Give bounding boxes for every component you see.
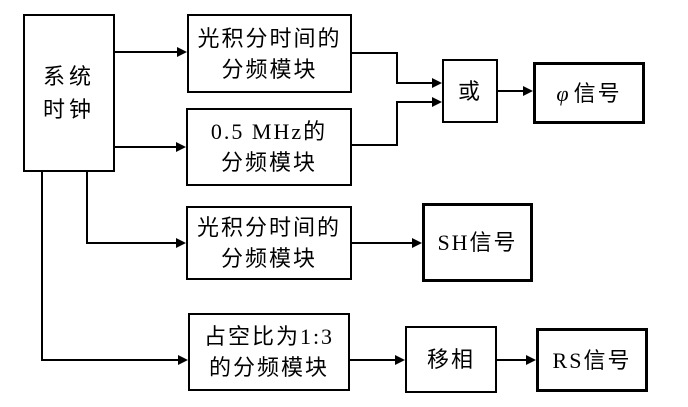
- connector-divider2-to-or: [396, 101, 432, 103]
- connector-divider3-to-sh: [352, 242, 412, 244]
- node-label: 0.5 MHz的: [210, 119, 328, 144]
- connector-clock-to-divider4: [41, 171, 43, 361]
- node-label: 时钟: [42, 97, 95, 122]
- node-label: 系统: [42, 64, 95, 89]
- divider-0p5mhz-node: 0.5 MHz的 分频模块: [186, 108, 352, 186]
- integration-time-divider-node-mid: 光积分时间的 分频模块: [186, 206, 352, 280]
- phi-signal-label: 信号: [573, 80, 622, 106]
- node-label: 光积分时间的: [197, 25, 342, 51]
- connector-clock-to-divider3: [86, 171, 88, 244]
- node-label: 或: [457, 78, 482, 104]
- node-label: RS信号: [552, 347, 632, 373]
- connector-or-to-phi: [498, 90, 523, 92]
- node-label: 占空比为1:3: [203, 324, 335, 349]
- connector-divider1-to-or: [352, 52, 398, 54]
- connector-divider1-to-or: [396, 52, 398, 84]
- node-label: 分频模块: [220, 246, 317, 271]
- arrowhead-icon: [523, 86, 533, 96]
- arrowhead-icon: [395, 355, 405, 365]
- node-label: 分频模块: [221, 56, 318, 82]
- arrowhead-icon: [176, 142, 186, 152]
- or-gate-node: 或: [442, 59, 498, 123]
- sh-signal-node: SH信号: [422, 203, 533, 282]
- connector-clock-to-divider3: [86, 242, 176, 244]
- node-label: 分频模块: [220, 150, 317, 175]
- node-label: 移相: [426, 347, 475, 372]
- arrowhead-icon: [177, 47, 187, 57]
- arrowhead-icon: [412, 238, 422, 248]
- connector-clock-to-divider2: [115, 146, 176, 148]
- node-label: 的分频模块: [208, 355, 329, 380]
- node-label: SH信号: [437, 230, 518, 255]
- connector-divider2-to-or: [396, 101, 398, 146]
- phi-symbol: φ: [556, 80, 571, 106]
- connector-clock-to-divider1: [115, 51, 177, 53]
- node-label: 光积分时间的: [196, 215, 341, 240]
- arrowhead-icon: [432, 97, 442, 107]
- integration-time-divider-node-top: 光积分时间的 分频模块: [187, 14, 352, 93]
- system-clock-node: 系统 时钟: [23, 14, 115, 172]
- connector-divider2-to-or: [352, 144, 398, 146]
- arrowhead-icon: [176, 238, 186, 248]
- connector-divider1-to-or: [396, 82, 432, 84]
- phase-shift-node: 移相: [405, 326, 497, 393]
- arrowhead-icon: [178, 355, 188, 365]
- connector-divider4-to-shift: [350, 359, 395, 361]
- rs-signal-node: RS信号: [536, 328, 648, 392]
- connector-shift-to-rs: [497, 359, 526, 361]
- connector-clock-to-divider4: [41, 359, 178, 361]
- arrowhead-icon: [526, 355, 536, 365]
- arrowhead-icon: [432, 78, 442, 88]
- duty-ratio-divider-node: 占空比为1:3 的分频模块: [188, 313, 350, 391]
